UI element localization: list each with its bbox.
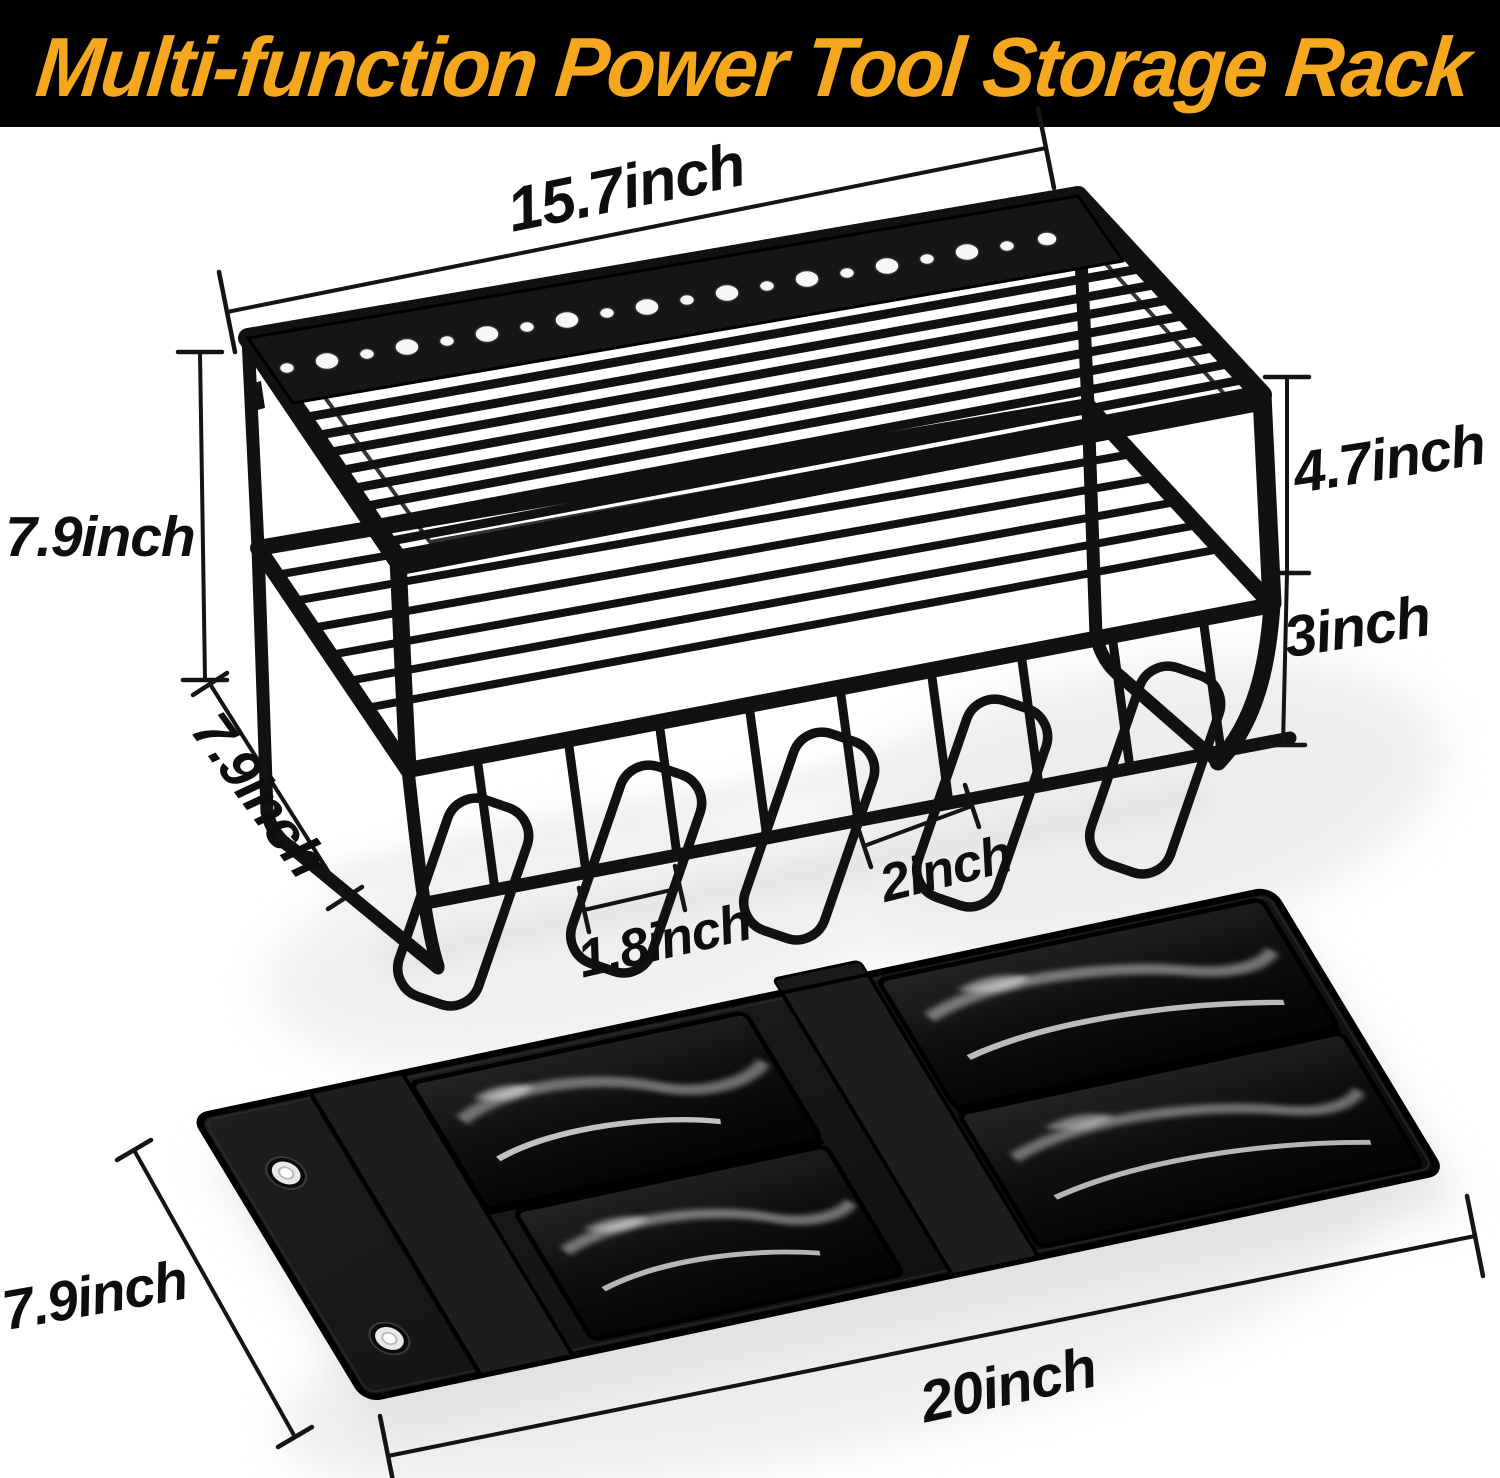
pouch-divider-strips — [307, 960, 1042, 1378]
dimension-label: 15.7inch — [501, 130, 750, 245]
wall-mount-tab — [246, 381, 265, 412]
dimension-tick — [854, 822, 874, 870]
dimension-line — [582, 886, 682, 912]
tool-rack-illustration — [238, 186, 1297, 1011]
dimension-line — [132, 1148, 297, 1439]
rack-feet — [251, 399, 1281, 975]
dimension-line — [208, 682, 347, 900]
dimension-tick — [1035, 105, 1057, 191]
dimension-line — [1281, 571, 1289, 747]
hole-strip — [246, 194, 1125, 405]
dimension-line — [862, 804, 974, 848]
hole-strip-holes — [278, 231, 1058, 375]
banner-background — [0, 0, 1500, 127]
dimension-tick — [325, 884, 365, 912]
dimension-tick — [216, 269, 238, 355]
dimension-tick — [377, 1413, 395, 1478]
dimension-tick — [1464, 1193, 1486, 1279]
dimension-tick — [576, 885, 592, 935]
hook — [1084, 661, 1226, 879]
dim-rack-height: 7.9inch — [5, 349, 230, 683]
top-shelf-front-edge — [391, 397, 1269, 576]
dimension-label: 4.7inch — [1288, 412, 1490, 507]
hook — [565, 760, 707, 978]
hook — [738, 727, 880, 945]
pouch-grommet — [265, 1156, 308, 1190]
dimension-tick — [672, 863, 688, 913]
hook — [911, 694, 1053, 912]
dimension-label: 7.9inch — [5, 505, 194, 569]
banner-title: Multi-function Power Tool Storage Rack — [32, 20, 1480, 114]
dimension-line — [198, 350, 207, 682]
dimension-tick — [275, 1424, 315, 1450]
top-shelf — [238, 186, 1272, 576]
dim-top-tier-height: 4.7inch — [1262, 374, 1490, 576]
dimension-line — [386, 1234, 1477, 1458]
pouch-pocket — [878, 898, 1339, 1110]
dimension-tick — [114, 1137, 154, 1163]
header-banner: Multi-function Power Tool Storage Rack — [0, 0, 1500, 127]
dimension-line — [225, 146, 1048, 314]
dimension-tick — [190, 670, 230, 698]
dimension-tick — [962, 782, 982, 830]
top-shelf-slats — [297, 263, 1252, 547]
storage-pouch-illustration — [196, 888, 1462, 1434]
pouch-pockets — [410, 898, 1423, 1341]
pouch-grommet — [368, 1321, 411, 1356]
dimension-label: 7.9inch — [0, 1248, 192, 1342]
pouch-pocket — [514, 1144, 903, 1341]
dimension-label: 3inch — [1280, 583, 1435, 670]
pouch-pocket — [958, 1031, 1423, 1249]
